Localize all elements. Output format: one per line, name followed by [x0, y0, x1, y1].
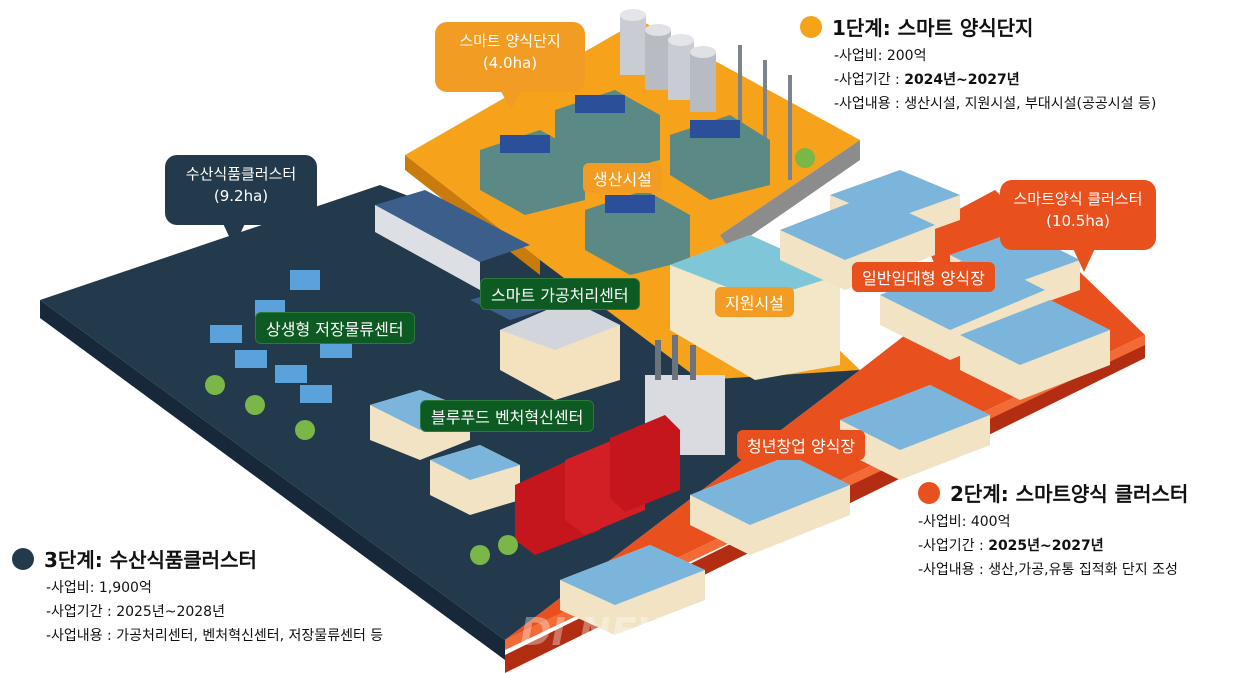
label-cold-storage: 상생형 저장물류센터 — [255, 312, 415, 344]
callout-smart-cluster-area: (10.5ha) — [1046, 212, 1110, 230]
trees — [205, 148, 815, 565]
callout-smart-cluster-title: 스마트양식 클러스터 — [1013, 190, 1143, 208]
label-smart-processing: 스마트 가공처리센터 — [480, 278, 640, 310]
phase2-cost: -사업비: 400억 — [918, 514, 1011, 530]
phase2-period: 2025년~2027년 — [988, 538, 1104, 554]
label-production: 생산시설 — [583, 163, 662, 193]
callout-smart-complex-title: 스마트 양식단지 — [459, 32, 561, 50]
phase2-title: 2단계: 스마트양식 클러스터 — [950, 482, 1189, 506]
watermark: DI NEWS — [520, 610, 706, 654]
phase1-cost: -사업비: 200억 — [834, 48, 927, 64]
phase1-content: -사업내용 : 생산시설, 지원시설, 부대시설(공공시설 등) — [834, 96, 1157, 112]
phase2-dot — [918, 481, 940, 504]
phase1-period: 2024년~2027년 — [904, 72, 1020, 88]
phase1-info: 1단계: 스마트 양식단지 -사업비: 200억 -사업기간 : 2024년~2… — [800, 12, 1156, 113]
phase3-period: 2025년~2028년 — [116, 604, 225, 620]
callout-smart-complex: 스마트 양식단지 (4.0ha) — [435, 22, 585, 110]
callout-seafood-cluster-area: (9.2ha) — [213, 187, 269, 205]
phase2-info: 2단계: 스마트양식 클러스터 -사업비: 400억 -사업기간 : 2025년… — [918, 478, 1188, 579]
phase2-content: -사업내용 : 생산,가공,유통 집적화 단지 조성 — [918, 562, 1178, 578]
phase1-dot — [800, 15, 822, 38]
callout-seafood-cluster: 수산식품클러스터 (9.2ha) — [165, 155, 317, 247]
phase1-title: 1단계: 스마트 양식단지 — [832, 16, 1034, 40]
label-general-lease: 일반임대형 양식장 — [852, 262, 995, 292]
label-support: 지원시설 — [715, 287, 794, 317]
processing-center — [500, 300, 620, 400]
label-bluefood: 블루푸드 벤처혁신센터 — [420, 400, 595, 432]
phase3-dot — [12, 547, 34, 570]
phase3-info: 3단계: 수산식품클러스터 -사업비: 1,900억 -사업기간 : 2025년… — [12, 544, 383, 645]
cold-storage-blocks — [210, 270, 352, 403]
production-buildings — [480, 90, 770, 275]
storage-tanks — [620, 9, 716, 112]
phase3-content: -사업내용 : 가공처리센터, 벤처혁신센터, 저장물류센터 등 — [46, 628, 384, 644]
callout-smart-complex-area: (4.0ha) — [482, 54, 538, 72]
callout-smart-cluster: 스마트양식 클러스터 (10.5ha) — [1000, 180, 1156, 272]
phase2-period-label: -사업기간 : — [918, 538, 989, 554]
phase3-period-label: -사업기간 : — [46, 604, 117, 620]
phase3-platform-side — [40, 300, 505, 660]
phase1-platform-side-right — [720, 140, 860, 250]
phase3-cost: -사업비: 1,900억 — [46, 580, 152, 596]
label-youth: 청년창업 양식장 — [737, 430, 866, 460]
phase3-title: 3단계: 수산식품클러스터 — [44, 548, 257, 572]
red-barns — [515, 415, 680, 555]
callout-seafood-cluster-title: 수산식품클러스터 — [185, 165, 297, 183]
phase1-period-label: -사업기간 : — [834, 72, 905, 88]
